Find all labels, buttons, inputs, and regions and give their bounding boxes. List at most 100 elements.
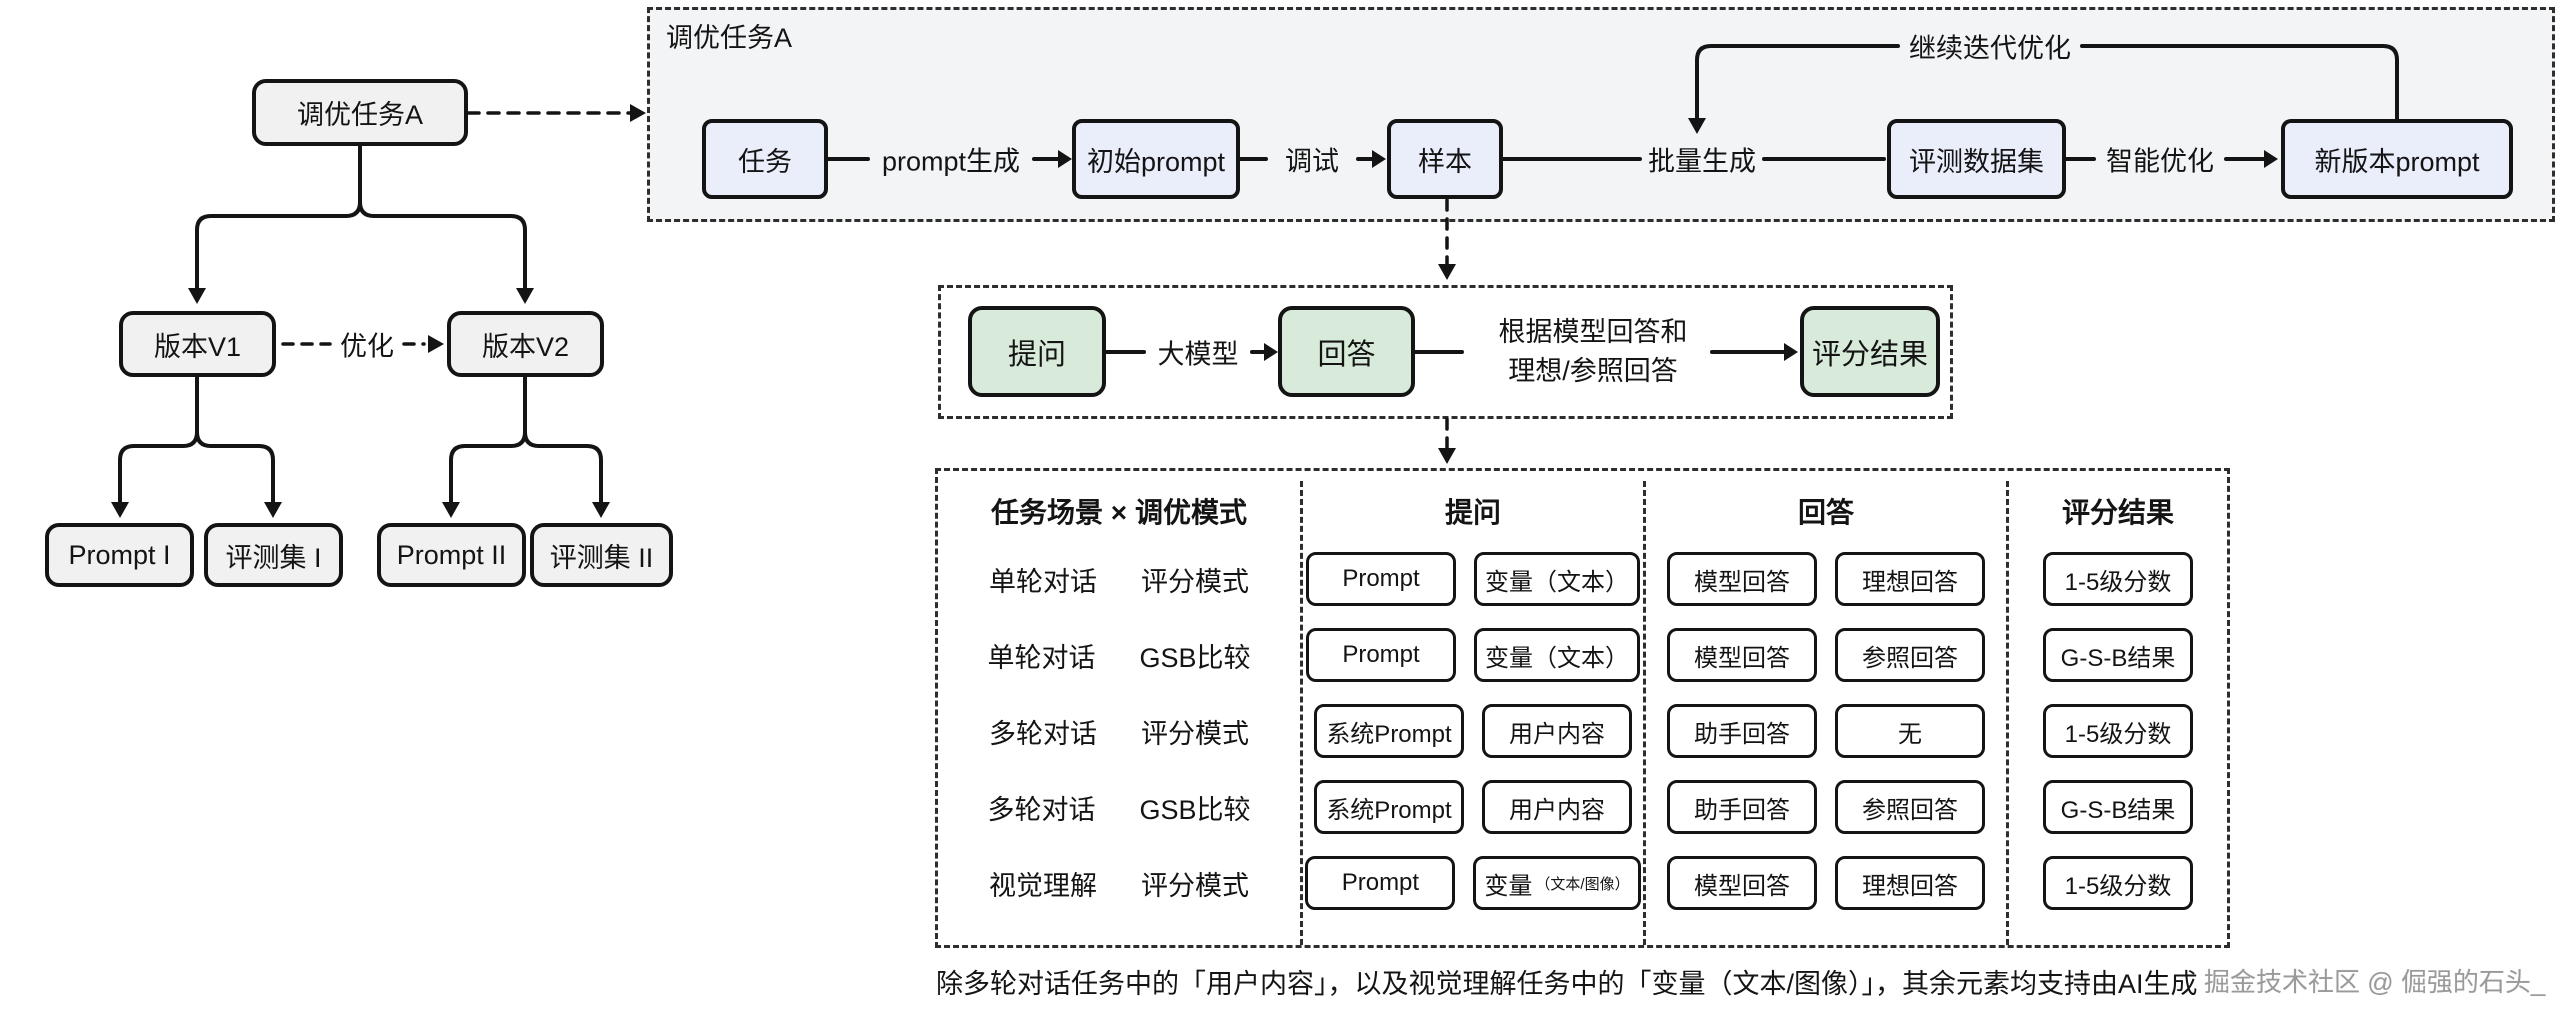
matrix-answer-row: 模型回答 理想回答 xyxy=(1646,541,2006,617)
arrowhead-to-sample xyxy=(1372,150,1386,168)
node-task: 任务 xyxy=(702,119,828,199)
scene-label: 多轮对话 xyxy=(989,718,1097,749)
matrix-col-answer-header: 回答 xyxy=(1797,497,1854,528)
node-evalset-1: 评测集 I xyxy=(204,523,343,587)
mode-label: 评分模式 xyxy=(1141,870,1249,901)
matrix-cell-box: 系统Prompt xyxy=(1314,780,1464,834)
iterate-loop-left xyxy=(1695,44,1900,120)
pipeline-container-label: 调优任务A xyxy=(666,23,793,53)
matrix-col-ask: 提问 Prompt 变量（文本） Prompt 变量（文本） 系统Prompt … xyxy=(1300,481,1643,945)
matrix-answer-row: 助手回答 参照回答 xyxy=(1646,769,2006,845)
matrix-cell-box: Prompt xyxy=(1306,628,1456,682)
matrix-cell-box: 用户内容 xyxy=(1482,704,1632,758)
node-prompt-1: Prompt I xyxy=(45,523,194,587)
node-sample: 样本 xyxy=(1387,119,1503,199)
matrix-scene-row: 多轮对话 评分模式 xyxy=(938,693,1300,769)
scoring-flow-connectors xyxy=(1104,198,1798,464)
variable-sublabel: （文本/图像） xyxy=(1535,875,1630,893)
variable-label: 变量 xyxy=(1484,872,1533,900)
matrix-cell-box: Prompt xyxy=(1306,552,1456,606)
matrix-cell-box: 用户内容 xyxy=(1482,780,1632,834)
matrix-ask-row: 系统Prompt 用户内容 xyxy=(1303,693,1643,769)
node-prompt-2: Prompt II xyxy=(377,523,526,587)
node-evalset-2: 评测集 II xyxy=(530,523,673,587)
edge-label-debug: 调试 xyxy=(1285,146,1339,177)
matrix-col-ask-header: 提问 xyxy=(1444,497,1501,528)
arrowhead-to-eval1 xyxy=(264,502,282,518)
edge-label-iterate: 继续迭代优化 xyxy=(1909,33,2071,64)
node-tuning-task-a: 调优任务A xyxy=(252,79,468,146)
arrowhead-to-prompt1 xyxy=(111,502,129,518)
matrix-cell-box: 1-5级分数 xyxy=(2043,704,2193,758)
edge-label-prompt-gen: prompt生成 xyxy=(881,146,1021,177)
matrix-score-row: 1-5级分数 xyxy=(2009,693,2227,769)
matrix-cell-box: 模型回答 xyxy=(1667,552,1817,606)
matrix-answer-row: 模型回答 参照回答 xyxy=(1646,617,2006,693)
arrowhead-to-new-prompt xyxy=(2264,150,2278,168)
matrix-ask-row: Prompt 变量 （文本/图像） xyxy=(1303,845,1643,921)
matrix-cell-box: 变量（文本） xyxy=(1474,552,1640,606)
matrix-scene-row: 单轮对话 评分模式 xyxy=(938,541,1300,617)
matrix-cell-box: 助手回答 xyxy=(1667,780,1817,834)
edge-label-batch-gen: 批量生成 xyxy=(1648,146,1756,177)
node-initial-prompt: 初始prompt xyxy=(1072,119,1240,199)
node-score-result: 评分结果 xyxy=(1800,306,1940,397)
matrix-cell-box: Prompt xyxy=(1305,856,1456,910)
matrix-cell-box: 理想回答 xyxy=(1835,552,1985,606)
mode-label: 评分模式 xyxy=(1141,566,1249,597)
left-tree-connectors xyxy=(111,104,646,518)
matrix-answer-row: 助手回答 无 xyxy=(1646,693,2006,769)
score-basis-line2: 理想/参照回答 xyxy=(1508,356,1678,386)
pipeline-container: 调优任务A xyxy=(647,7,2555,222)
matrix-col-scene-header: 任务场景 × 调优模式 xyxy=(991,497,1247,528)
score-basis-line1: 根据模型回答和 xyxy=(1498,317,1688,347)
edge-label-smart-opt: 智能优化 xyxy=(2106,146,2214,177)
matrix-cell-box: 1-5级分数 xyxy=(2043,552,2193,606)
arrowhead-to-v2 xyxy=(516,288,534,304)
matrix-cell-box: G-S-B结果 xyxy=(2043,628,2193,682)
arrowhead-optimize xyxy=(428,335,444,353)
matrix-scene-row: 多轮对话 GSB比较 xyxy=(938,769,1300,845)
arrowhead-to-eval2 xyxy=(592,502,610,518)
matrix-score-row: 1-5级分数 xyxy=(2009,541,2227,617)
scene-label: 视觉理解 xyxy=(989,870,1097,901)
matrix-cell-box: 变量 （文本/图像） xyxy=(1473,856,1641,910)
matrix-answer-row: 模型回答 理想回答 xyxy=(1646,845,2006,921)
edge-label-optimize: 优化 xyxy=(340,331,394,362)
matrix-cell-box: 参照回答 xyxy=(1835,780,1985,834)
matrix-score-row: 1-5级分数 xyxy=(2009,845,2227,921)
matrix-score-row: G-S-B结果 xyxy=(2009,769,2227,845)
arrowhead-to-v1 xyxy=(188,288,206,304)
matrix-cell-box: 助手回答 xyxy=(1667,704,1817,758)
arrowhead-to-score xyxy=(1784,343,1798,361)
matrix-col-scene: 任务场景 × 调优模式 单轮对话 评分模式 单轮对话 GSB比较 多轮对话 评分… xyxy=(938,481,1300,945)
arrowhead-iterate xyxy=(1688,118,1706,134)
matrix-cell-box: 系统Prompt xyxy=(1314,704,1464,758)
mode-label: 评分模式 xyxy=(1141,718,1249,749)
matrix-container: 任务场景 × 调优模式 单轮对话 评分模式 单轮对话 GSB比较 多轮对话 评分… xyxy=(935,468,2230,948)
matrix-col-answer: 回答 模型回答 理想回答 模型回答 参照回答 助手回答 无 助手回答 参照回答 … xyxy=(1643,481,2006,945)
matrix-cell-box: 模型回答 xyxy=(1667,856,1817,910)
footnote: 除多轮对话任务中的「用户内容」，以及视觉理解任务中的「变量（文本/图像）」，其余… xyxy=(936,969,2198,999)
matrix-ask-row: Prompt 变量（文本） xyxy=(1303,617,1643,693)
matrix-col-score-header: 评分结果 xyxy=(2061,497,2174,528)
iterate-loop-right xyxy=(2080,44,2399,121)
matrix-cell-box: 1-5级分数 xyxy=(2043,856,2193,910)
arrowhead-to-matrix xyxy=(1438,448,1456,464)
matrix-ask-row: 系统Prompt 用户内容 xyxy=(1303,769,1643,845)
node-eval-dataset: 评测数据集 xyxy=(1887,119,2066,199)
matrix-scene-row: 单轮对话 GSB比较 xyxy=(938,617,1300,693)
node-version-v2: 版本V2 xyxy=(447,311,604,377)
pipeline-connectors xyxy=(826,44,2399,168)
watermark: 掘金技术社区 @ 倔强的石头_ xyxy=(2204,967,2546,997)
matrix-cell-box: 无 xyxy=(1835,704,1985,758)
edge-label-llm: 大模型 xyxy=(1157,339,1239,370)
arrowhead-to-pipeline xyxy=(630,104,646,122)
scene-label: 多轮对话 xyxy=(987,794,1096,825)
mode-label: GSB比较 xyxy=(1139,794,1251,825)
matrix-cell-box: 理想回答 xyxy=(1835,856,1985,910)
arrowhead-to-answer xyxy=(1264,343,1278,361)
scene-label: 单轮对话 xyxy=(987,642,1096,673)
node-version-v1: 版本V1 xyxy=(119,311,276,377)
matrix-cell-box: G-S-B结果 xyxy=(2043,780,2193,834)
